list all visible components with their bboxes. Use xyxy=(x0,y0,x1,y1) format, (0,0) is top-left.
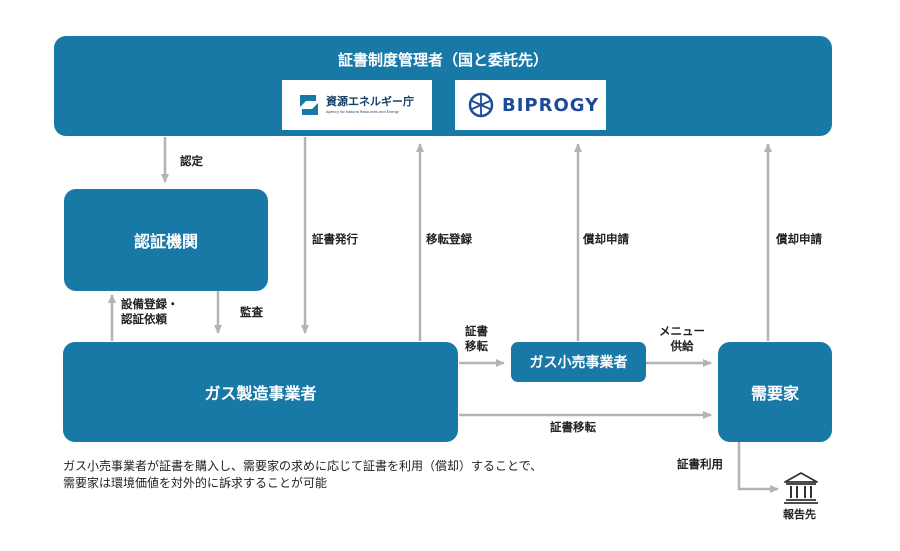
facility-registration-line1: 設備登録・ xyxy=(121,297,179,311)
gas-retailer-label: ガス小売事業者 xyxy=(529,355,628,371)
agency-logo: 資源エネルギー庁 Agency for Natural Resources an… xyxy=(282,80,432,130)
gas-retailer-box: ガス小売事業者 xyxy=(511,342,646,382)
edge-label-certify: 認定 xyxy=(180,154,203,168)
edge-label-cert-transfer: 証書 移転 xyxy=(465,324,488,354)
facility-registration-line2: 認証依頼 xyxy=(121,312,167,326)
edge-label-cert-transfer-direct: 証書移転 xyxy=(550,420,596,434)
edge-label-issue: 証書発行 xyxy=(312,232,358,246)
cert-body-box: 認証機関 xyxy=(64,189,268,291)
gas-producer-label: ガス製造事業者 xyxy=(204,384,317,403)
cert-transfer-line2: 移転 xyxy=(465,339,488,353)
cert-transfer-line1: 証書 xyxy=(465,324,488,338)
edge-label-retire-retailer: 償却申請 xyxy=(583,232,629,246)
edge-label-audit: 監査 xyxy=(240,305,263,319)
consumer-box: 需要家 xyxy=(718,342,832,442)
arrow-cert-use xyxy=(737,440,779,493)
admin-box: 証書制度管理者（国と委託先） xyxy=(54,36,832,136)
government-building-icon xyxy=(784,472,818,504)
edge-label-retire-consumer: 償却申請 xyxy=(776,232,822,246)
consumer-label: 需要家 xyxy=(750,384,799,403)
edge-label-transfer-register: 移転登録 xyxy=(426,232,472,246)
menu-supply-line1: メニュー xyxy=(659,324,705,338)
explanation-note: ガス小売事業者が証書を購入し、需要家の求めに応じて証書を利用（償却）することで、… xyxy=(63,458,542,492)
admin-title: 証書制度管理者（国と委託先） xyxy=(337,51,548,69)
edge-label-menu-supply: メニュー 供給 xyxy=(659,324,705,354)
agency-logo-icon xyxy=(300,95,318,115)
report-destination-label: 報告先 xyxy=(783,508,816,521)
note-line2: 需要家は環境価値を対外的に訴求することが可能 xyxy=(63,476,328,490)
biprogy-logo-name: BIPROGY xyxy=(502,94,600,116)
menu-supply-line2: 供給 xyxy=(670,339,694,353)
agency-logo-name: 資源エネルギー庁 xyxy=(326,95,414,108)
biprogy-logo: BIPROGY xyxy=(455,80,606,130)
agency-logo-sub: Agency for Natural Resources and Energy xyxy=(326,110,399,114)
edge-label-facility-registration: 設備登録・ 認証依頼 xyxy=(121,297,179,327)
edge-label-cert-use: 証書利用 xyxy=(677,457,723,471)
cert-body-label: 認証機関 xyxy=(133,232,198,251)
note-line1: ガス小売事業者が証書を購入し、需要家の求めに応じて証書を利用（償却）することで、 xyxy=(63,459,543,473)
gas-producer-box: ガス製造事業者 xyxy=(63,342,458,442)
biprogy-logo-icon xyxy=(468,92,494,118)
